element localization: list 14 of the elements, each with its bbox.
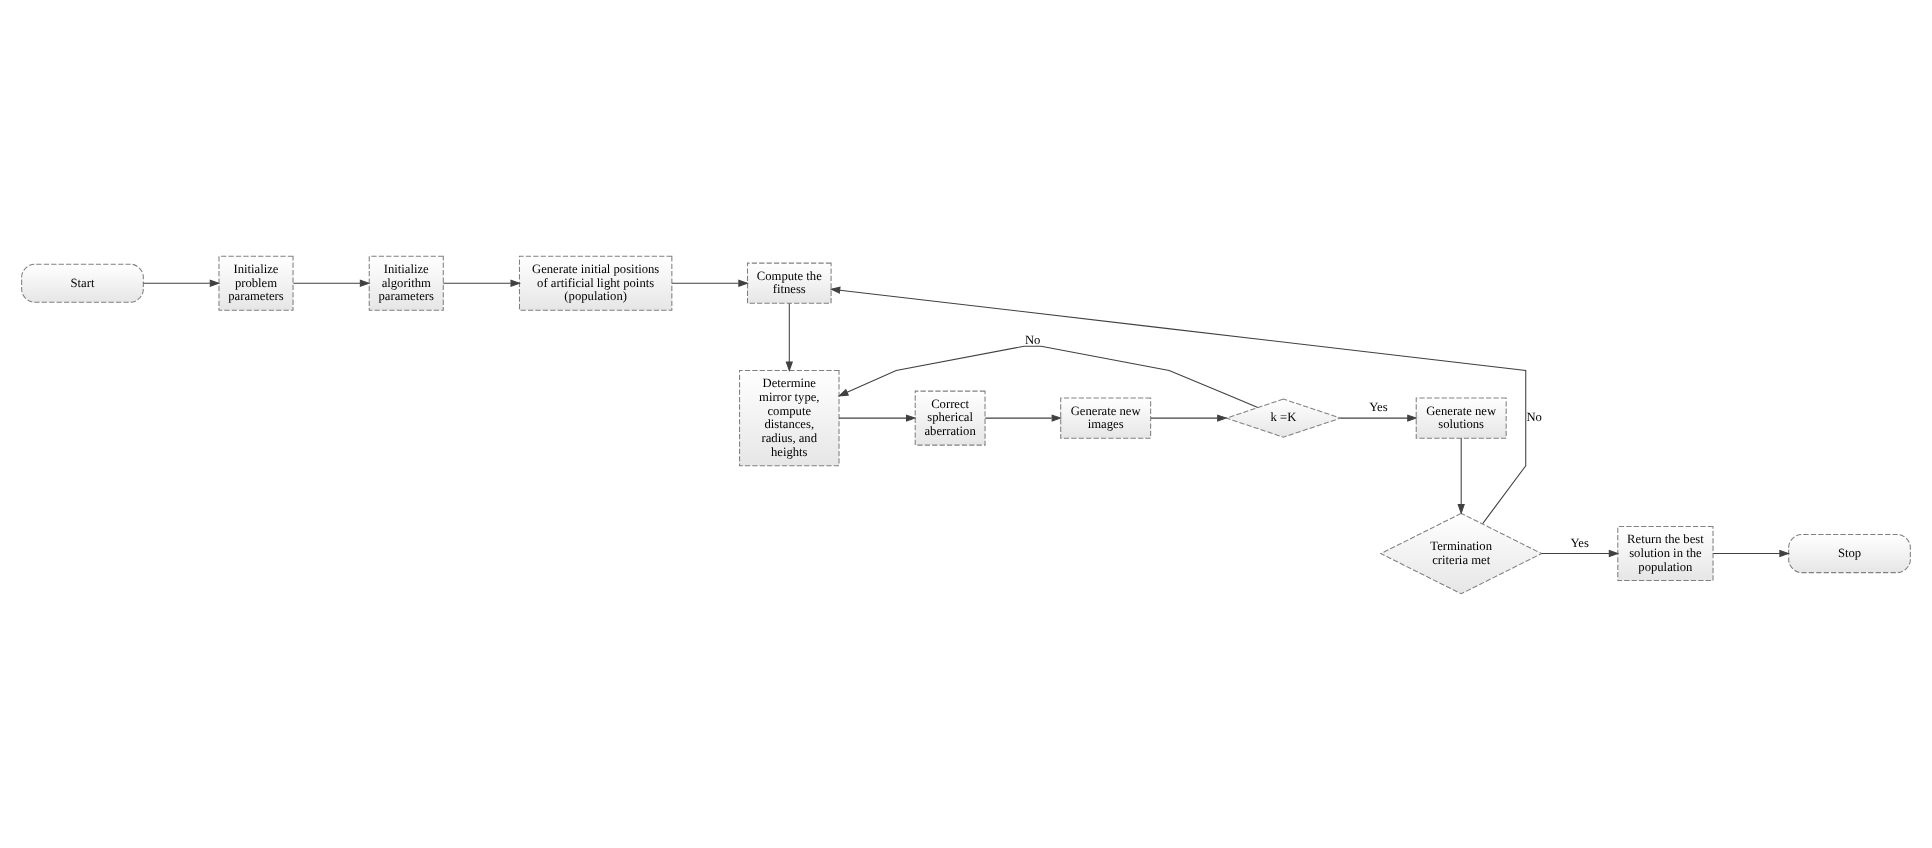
arrow [1150,413,1228,421]
arrow [838,413,917,421]
arrow [829,285,1527,524]
arrow [785,302,793,372]
arrow [1712,548,1790,557]
arrow [671,278,749,286]
arrow [984,413,1063,421]
arrow [1541,548,1620,557]
arrow [1340,413,1418,421]
arrow [142,278,221,286]
arrow [1457,436,1465,514]
arrow [292,278,371,286]
arrow [442,278,522,286]
arrow [837,344,1259,407]
